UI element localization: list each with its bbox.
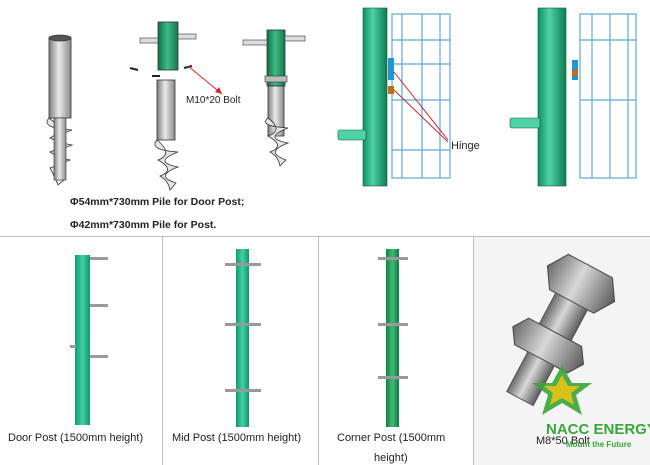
corner-post-panel: Corner Post (1500mm height)	[319, 237, 473, 465]
pile-spec-line-1: Φ54mm*730mm Pile for Door Post;	[70, 196, 245, 208]
corner-post-caption-line-1: Corner Post (1500mm	[337, 432, 446, 444]
mid-post-illustration	[225, 249, 261, 427]
door-post-panel: Door Post (1500mm height)	[0, 237, 162, 465]
vertical-divider-1	[162, 237, 163, 465]
brand-tagline: Mount the Future	[566, 440, 632, 449]
corner-post-caption-line-2: height)	[374, 452, 408, 464]
bolt-panel: M8*50 Bolt NACC ENERGY Mount the Future	[474, 237, 650, 465]
hinge-upper	[388, 58, 394, 80]
door-post-caption: Door Post (1500mm height)	[8, 432, 144, 444]
screw-pile-illustrations	[46, 21, 306, 191]
bracket-left	[337, 129, 367, 141]
mid-post-panel: Mid Post (1500mm height)	[163, 237, 318, 465]
fence-post-right	[537, 7, 567, 187]
screw-pile-exploded	[129, 21, 223, 191]
bolt-photo-illustration	[474, 237, 650, 465]
vertical-divider-2	[318, 237, 319, 465]
hinge-right-lower	[572, 70, 578, 76]
hinge-detail-panel: Hinge	[330, 0, 650, 235]
door-post-illustration	[70, 255, 108, 425]
fence-post-left	[362, 7, 388, 187]
horizontal-divider	[0, 236, 650, 237]
hinge-callout-label: Hinge	[451, 140, 480, 152]
screw-pile-plain	[46, 34, 74, 186]
nacc-logo-mark	[532, 365, 592, 415]
pile-spec-line-2: Φ42mm*730mm Pile for Post.	[70, 219, 217, 231]
gate-frame-left	[391, 13, 451, 179]
bolt-caption: M8*50 Bolt	[536, 435, 590, 447]
bolt-callout-label: M10*20 Bolt	[186, 95, 241, 106]
brand-name: NACC ENERGY	[546, 421, 650, 438]
screw-pile-assembled	[242, 29, 306, 167]
gate-frame-right	[579, 13, 637, 179]
hinge-lower	[388, 86, 394, 94]
corner-post-illustration	[378, 249, 408, 427]
bracket-right	[509, 117, 541, 129]
hinge-detail-illustration	[337, 7, 637, 187]
vertical-divider-3	[473, 237, 474, 465]
pile-diagram-panel: M10*20 Bolt Φ54mm*730mm Pile for Door Po…	[0, 0, 325, 235]
mid-post-caption: Mid Post (1500mm height)	[172, 432, 301, 444]
